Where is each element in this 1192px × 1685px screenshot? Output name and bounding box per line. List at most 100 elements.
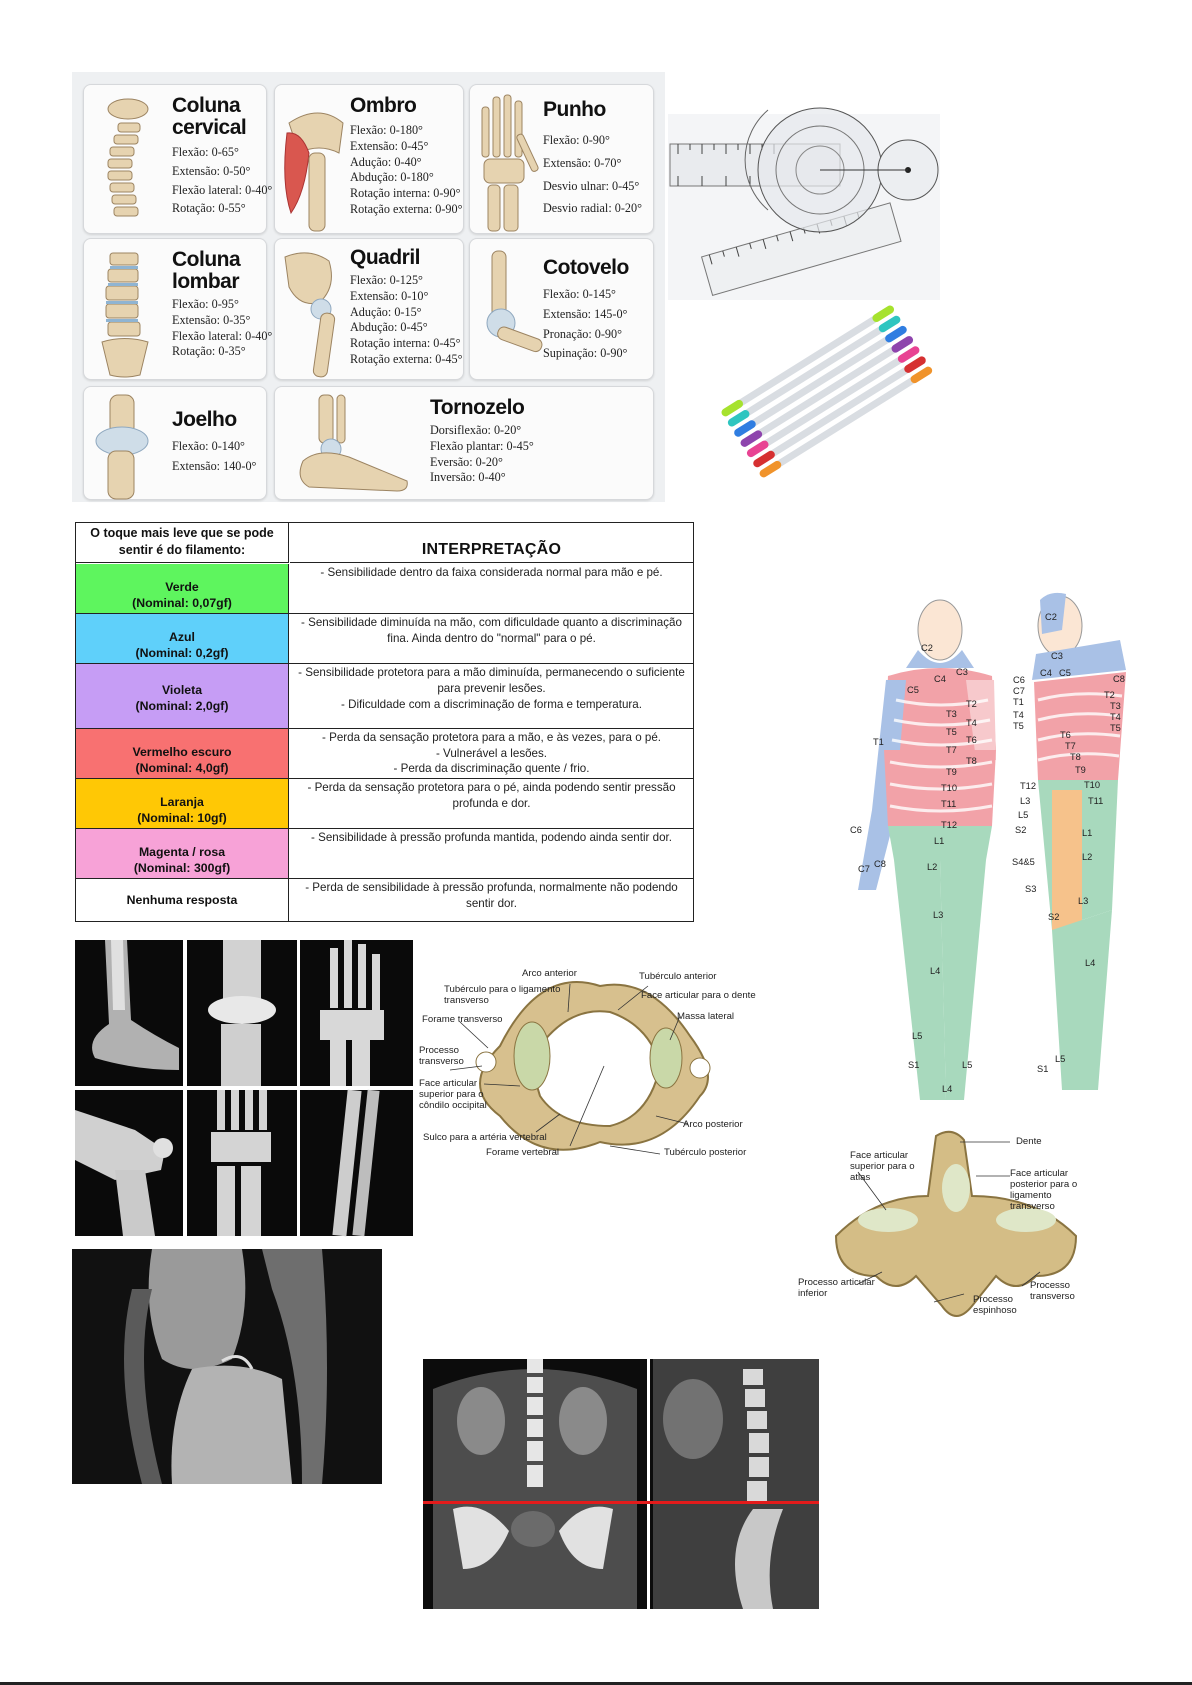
rom-line: Adução: 0-15°: [350, 304, 422, 319]
dermatome-label: C2: [921, 643, 933, 653]
rom-line: Extensão: 145-0°: [543, 306, 628, 321]
rom-card-title: Quadril: [350, 246, 421, 269]
table-row: Verde (Nominal: 0,07gf) - Sensibilidade …: [76, 564, 693, 613]
interpretation-cell: - Sensibilidade à pressão profunda manti…: [311, 831, 672, 844]
rom-line: Extensão: 0-70°: [543, 155, 622, 170]
range-of-motion-panel: Coluna cervical Flexão: 0-65° Extensão: …: [72, 72, 665, 502]
dermatome-label: L1: [1082, 828, 1093, 838]
dermatome-label: L4: [930, 966, 941, 976]
atlas-label: Arco anterior: [522, 968, 577, 979]
dermatome-label: T6: [966, 735, 977, 745]
rom-card-title: Coluna lombar: [172, 248, 241, 293]
table-header-filament: O toque mais leve que se pode sentir é d…: [76, 523, 289, 563]
filament-name: Verde: [165, 580, 199, 594]
atlas-label: Forame vertebral: [486, 1147, 560, 1158]
xray-grid: [75, 940, 413, 1237]
dermatome-label: L5: [912, 1031, 923, 1041]
dermatome-label: C8: [1113, 674, 1125, 684]
dermatome-label: T5: [1110, 723, 1121, 733]
dermatome-label: L4: [1085, 958, 1096, 968]
dermatome-label: L2: [927, 862, 938, 872]
filament-nominal: (Nominal: 2,0gf): [135, 699, 229, 713]
rom-line: Rotação externa: 0-90°: [350, 201, 463, 216]
atlas-label: Forame transverso: [422, 1014, 503, 1025]
rom-card-ombro: Ombro Flexão: 0-180° Extensão: 0-45° Adu…: [274, 84, 464, 234]
dermatome-label: L3: [1078, 896, 1089, 906]
filament-nominal: (Nominal: 300gf): [133, 861, 231, 875]
dermatome-label: C7: [858, 864, 870, 874]
dermatome-label: S2: [1048, 912, 1060, 922]
rom-line: Flexão: 0-125°: [350, 273, 423, 287]
rom-line: Extensão: 0-35°: [172, 312, 251, 327]
dermatome-label: C5: [1059, 668, 1071, 678]
rom-line: Desvio ulnar: 0-45°: [543, 178, 640, 193]
dermatome-label: T11: [941, 799, 957, 809]
dermatome-label: T12: [1020, 781, 1037, 791]
dermatome-label: T10: [941, 783, 958, 793]
axis-label: Dente: [1016, 1136, 1042, 1147]
table-header-interpretation: INTERPRETAÇÃO: [290, 523, 693, 563]
dermatome-label: T1: [873, 737, 884, 747]
rom-line: Extensão: 0-10°: [350, 288, 429, 303]
filament-name: Nenhuma resposta: [126, 893, 238, 907]
row-divider: [76, 663, 693, 664]
interpretation-cell: - Perda da sensação protetora para a mão…: [322, 731, 661, 775]
dermatome-label: T6: [1060, 730, 1071, 740]
rom-card-cotovelo: Cotovelo Flexão: 0-145° Extensão: 145-0°…: [469, 238, 654, 380]
rom-line: Rotação interna: 0-90°: [350, 186, 461, 201]
ct-reference-line: [423, 1501, 819, 1504]
rom-line: Pronação: 0-90°: [543, 326, 622, 341]
atlas-label: Tubérculo para o ligamento transverso: [444, 984, 561, 1006]
xray-hand-pa: [300, 940, 413, 1086]
row-divider: [76, 613, 693, 614]
filament-name: Vermelho escuro: [132, 745, 232, 759]
rom-line: Adução: 0-40°: [350, 154, 422, 169]
rom-line: Abdução: 0-45°: [350, 320, 428, 335]
dermatome-side-figure: [1032, 592, 1126, 1090]
dermatome-label: C4: [1040, 668, 1052, 678]
dermatome-label: T8: [966, 756, 977, 766]
dermatome-label: L5: [1055, 1054, 1066, 1064]
rom-line: Flexão lateral: 0-40°: [172, 182, 273, 197]
dermatome-label: L1: [934, 836, 945, 846]
dermatome-label: T4: [1110, 712, 1121, 722]
rom-card-punho: Punho Flexão: 0-90° Extensão: 0-70° Desv…: [469, 84, 654, 234]
ct-coronal-sagittal-images: [423, 1359, 819, 1609]
dermatome-label: T10: [1084, 780, 1101, 790]
rom-line: Abdução: 0-180°: [350, 170, 434, 185]
filament-cell: Magenta / rosa (Nominal: 300gf): [76, 829, 289, 878]
dermatome-label: L5: [962, 1060, 973, 1070]
dermatome-label: C4: [934, 674, 946, 684]
axis-label: Face articular posterior para o ligament…: [1010, 1168, 1078, 1212]
rom-line: Eversão: 0-20°: [430, 454, 503, 469]
filament-name: Magenta / rosa: [138, 845, 226, 859]
dermatome-label: C3: [956, 667, 968, 677]
rom-line: Extensão: 0-50°: [172, 163, 251, 178]
shoulder-illustration: [284, 112, 344, 232]
dermatome-label: T2: [1104, 690, 1115, 700]
interpretation-cell: - Perda de sensibilidade à pressão profu…: [305, 881, 678, 910]
rom-line: Rotação externa: 0-45°: [350, 351, 463, 366]
dermatome-label: T3: [1110, 701, 1121, 711]
rom-line: Rotação interna: 0-45°: [350, 336, 461, 351]
atlas-label: Processo transverso: [419, 1045, 464, 1067]
axis-label: Face articular superior para o atlas: [850, 1150, 915, 1183]
filament-nominal: (Nominal: 10gf): [137, 811, 227, 825]
rom-line: Flexão: 0-140°: [172, 439, 245, 453]
rom-line: Supinação: 0-90°: [543, 346, 628, 361]
rom-line: Extensão: 0-45°: [350, 138, 429, 153]
elbow-illustration: [486, 250, 543, 353]
rom-card-title: Cotovelo: [543, 256, 629, 279]
atlas-label: Sulco para a artéria vertebral: [423, 1132, 547, 1143]
dermatome-label: C2: [1045, 612, 1057, 622]
dermatome-label: L3: [933, 910, 944, 920]
dermatome-label: T12: [941, 820, 958, 830]
lumbar-spine-illustration: [101, 252, 149, 378]
axis-c2-illustration: [834, 1130, 1078, 1317]
dermatome-label: T4: [966, 718, 977, 728]
rom-card-joelho: Joelho Flexão: 0-140° Extensão: 140-0°: [83, 386, 267, 500]
dermatome-label: L5: [1018, 810, 1029, 820]
filament-nominal: (Nominal: 0,07gf): [132, 596, 232, 610]
dermatome-label: L2: [1082, 852, 1093, 862]
dermatome-label: T3: [946, 709, 957, 719]
